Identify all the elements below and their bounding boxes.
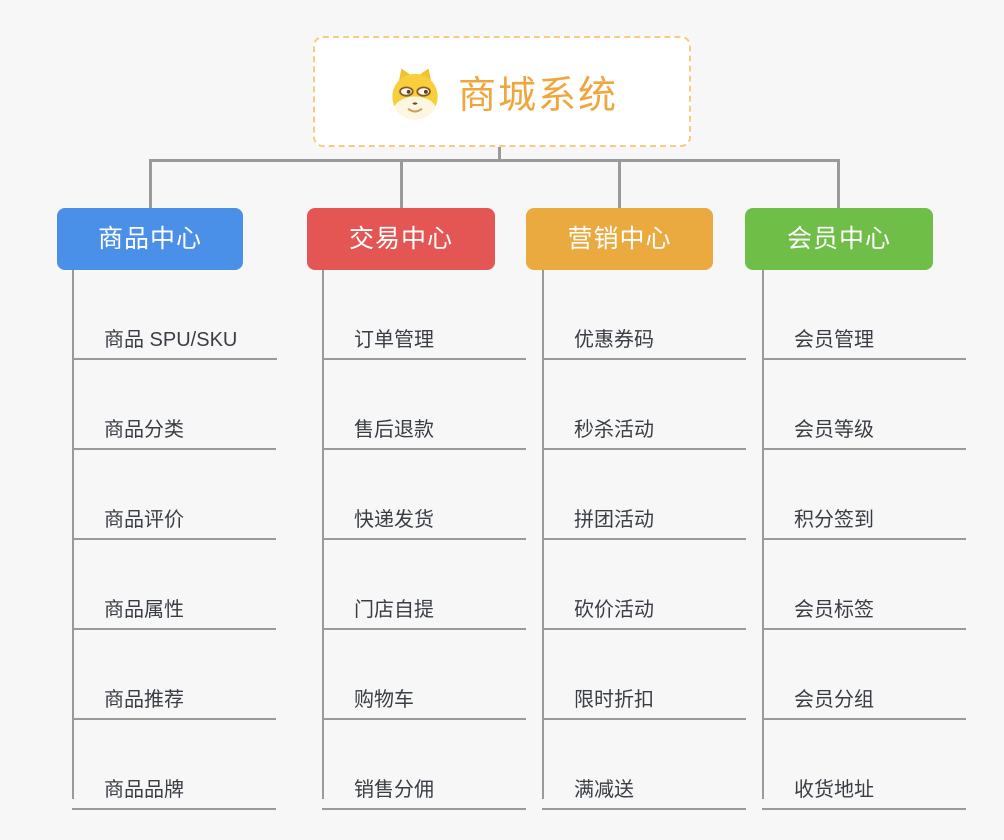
node-label: 优惠券码 [574, 329, 654, 351]
node-product-attribute[interactable]: 商品属性 [72, 540, 276, 630]
node-product-brand[interactable]: 商品品牌 [72, 720, 276, 810]
node-full-reduction[interactable]: 满减送 [542, 720, 746, 810]
node-label: 会员管理 [794, 329, 874, 351]
node-label: 砍价活动 [574, 599, 654, 621]
connector-drop-product [149, 159, 152, 209]
node-shopping-cart[interactable]: 购物车 [322, 630, 526, 720]
root-title: 商城系统 [457, 75, 618, 117]
connector-trunk [542, 270, 544, 799]
connector-drop-marketing [618, 159, 621, 209]
root-node[interactable]: 商城系统 [313, 36, 691, 147]
node-member-group[interactable]: 会员分组 [762, 630, 966, 720]
node-label: 快递发货 [354, 509, 434, 531]
node-label: 会员等级 [794, 419, 874, 441]
node-label: 商品评价 [104, 509, 184, 531]
node-label: 满减送 [574, 779, 634, 801]
node-label: 购物车 [354, 689, 414, 711]
doge-dog-icon [386, 63, 444, 121]
node-label: 拼团活动 [574, 509, 654, 531]
node-express-delivery[interactable]: 快递发货 [322, 450, 526, 540]
node-product-category[interactable]: 商品分类 [72, 360, 276, 450]
node-points-checkin[interactable]: 积分签到 [762, 450, 966, 540]
connector-drop-trade [400, 159, 403, 209]
node-label: 会员标签 [794, 599, 874, 621]
node-sales-commission[interactable]: 销售分佣 [322, 720, 526, 810]
node-label: 商品属性 [104, 599, 184, 621]
node-label: 积分签到 [794, 509, 874, 531]
node-label: 收货地址 [794, 779, 874, 801]
node-label: 销售分佣 [354, 779, 434, 801]
node-coupon-code[interactable]: 优惠券码 [542, 270, 746, 360]
node-product-review[interactable]: 商品评价 [72, 450, 276, 540]
node-product-spu-sku[interactable]: 商品 SPU/SKU [72, 270, 278, 360]
node-member-level[interactable]: 会员等级 [762, 360, 966, 450]
connector-trunk [72, 270, 74, 799]
connector-root-drop [498, 142, 501, 160]
node-label: 售后退款 [354, 419, 434, 441]
branch-product-center[interactable]: 商品中心 [57, 208, 243, 270]
node-aftersale-refund[interactable]: 售后退款 [322, 360, 526, 450]
node-limited-time-discount[interactable]: 限时折扣 [542, 630, 746, 720]
node-shipping-address[interactable]: 收货地址 [762, 720, 966, 810]
node-group-buy[interactable]: 拼团活动 [542, 450, 746, 540]
connector-trunk [322, 270, 324, 799]
node-store-pickup[interactable]: 门店自提 [322, 540, 526, 630]
node-bargain-activity[interactable]: 砍价活动 [542, 540, 746, 630]
node-label: 订单管理 [354, 329, 434, 351]
node-label: 商品分类 [104, 419, 184, 441]
branch-product-items: 商品 SPU/SKU 商品分类 商品评价 商品属性 商品推荐 商品品牌 [72, 270, 322, 810]
node-label: 限时折扣 [574, 689, 654, 711]
node-label: 门店自提 [354, 599, 434, 621]
connector-drop-member [837, 159, 840, 209]
branch-trade-items: 订单管理 售后退款 快递发货 门店自提 购物车 销售分佣 [322, 270, 572, 810]
node-flash-sale[interactable]: 秒杀活动 [542, 360, 746, 450]
branch-trade-center[interactable]: 交易中心 [307, 208, 495, 270]
node-label: 会员分组 [794, 689, 874, 711]
node-member-tag[interactable]: 会员标签 [762, 540, 966, 630]
branch-member-center[interactable]: 会员中心 [745, 208, 933, 270]
branch-marketing-items: 优惠券码 秒杀活动 拼团活动 砍价活动 限时折扣 满减送 [542, 270, 792, 810]
node-label: 商品 SPU/SKU [104, 329, 238, 351]
node-label: 商品推荐 [104, 689, 184, 711]
node-member-management[interactable]: 会员管理 [762, 270, 966, 360]
branch-member-items: 会员管理 会员等级 积分签到 会员标签 会员分组 收货地址 [762, 270, 1004, 810]
node-label: 秒杀活动 [574, 419, 654, 441]
connector-horizontal-bar [149, 159, 840, 162]
node-label: 商品品牌 [104, 779, 184, 801]
connector-trunk [762, 270, 764, 799]
node-product-recommend[interactable]: 商品推荐 [72, 630, 276, 720]
branch-marketing-center[interactable]: 营销中心 [526, 208, 713, 270]
node-order-management[interactable]: 订单管理 [322, 270, 526, 360]
